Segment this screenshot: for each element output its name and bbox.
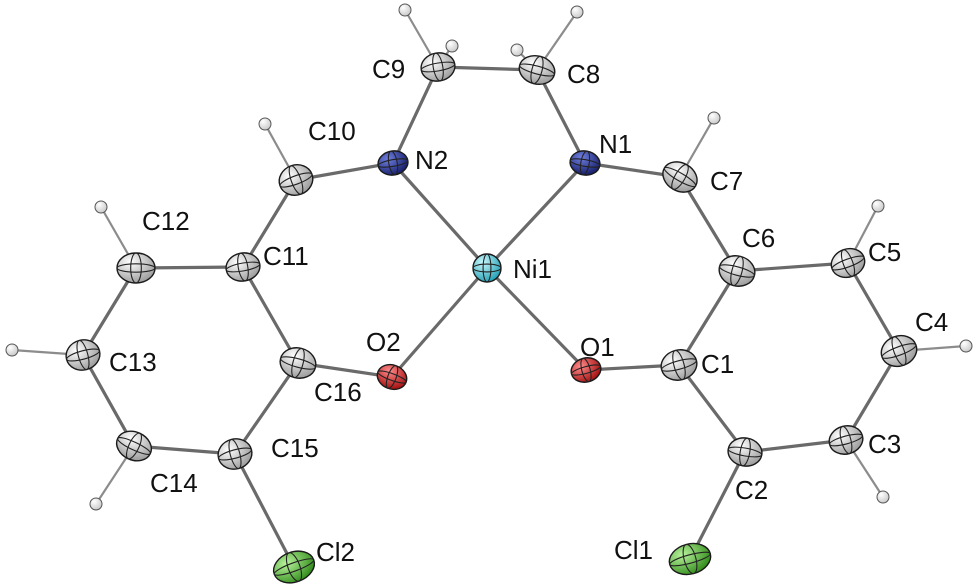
atom-c16 [279,347,317,379]
atom-c14 [115,430,153,462]
hydrogen-atom [445,39,459,53]
bond-n2-c9 [391,65,440,165]
hydrogen-atom [510,43,524,57]
bond-c2-cl1 [688,450,747,561]
bond-c4-c5 [846,261,901,353]
atom-label-c11: C11 [263,241,309,271]
atom-label-o1: O1 [580,332,615,362]
hydrogen-atom [398,3,412,17]
bond-ni1-n1 [485,161,587,270]
atom-label-c4: C4 [915,307,948,337]
bond-c14-c13 [81,353,136,448]
atom-label-cl2: Cl2 [316,537,355,567]
bond-layer [81,65,901,569]
atom-c9 [420,52,456,82]
atom-n2 [377,150,409,176]
bond-c8-n1 [535,68,587,165]
atom-label-n1: N1 [599,129,632,159]
atom-c12 [116,252,156,284]
atom-label-c7: C7 [710,166,743,196]
atom-cl1 [668,542,712,576]
atom-label-c10: C10 [308,116,356,146]
atom-ni1 [472,253,502,283]
bond-c11-c16 [241,265,300,365]
atom-n1 [569,150,601,176]
hydrogen-atom [959,339,973,353]
bond-c5-c6 [735,261,850,273]
atom-label-cl1: Cl1 [614,535,653,565]
atom-label-n2: N2 [415,145,448,175]
atom-c13 [65,339,101,371]
atom-label-ni1: Ni1 [513,254,552,284]
hydrogen-atom [258,117,272,131]
bond-c15-cl2 [233,452,296,569]
bond-c7-c6 [678,175,739,273]
bond-c16-c15 [233,361,300,456]
atom-c3 [828,425,864,455]
atom-label-c5: C5 [868,237,901,267]
hydrogen-atom [89,497,103,511]
bond-ni1-n2 [391,161,489,270]
atom-c1 [660,349,698,381]
atom-c15 [217,438,253,470]
atom-c10 [278,164,314,196]
atom-label-c16: C16 [314,377,362,407]
bond-c10-c11 [241,178,298,269]
atom-label-o2: O2 [366,327,401,357]
hydrogen-atom [707,111,721,125]
atom-c4 [880,334,918,368]
bond-c13-c12 [81,266,138,357]
atom-label-c9: C9 [372,54,405,84]
hydrogen-atom [94,200,108,214]
atom-label-c1: C1 [701,349,734,379]
hydrogen-atom [570,5,584,19]
bond-c6-c1 [677,269,739,367]
bond-ni1-o2 [390,266,489,379]
bond-c1-c2 [677,363,747,454]
hydrogen-atom [5,343,19,357]
atom-label-c15: C15 [271,433,319,463]
atom-c2 [727,437,763,467]
hydrogen-atom [876,490,890,504]
atom-o1 [570,357,602,383]
atom-label-c12: C12 [142,206,190,236]
atom-cl2 [272,550,316,584]
atom-c6 [718,255,756,287]
atom-label-c13: C13 [109,347,157,377]
atom-label-c3: C3 [868,429,901,459]
hydrogen-atom-layer [5,3,973,511]
bond-ni1-o1 [485,266,588,372]
atom-layer [65,52,918,584]
hydrogen-atom [871,199,885,213]
atom-c5 [830,247,866,279]
atom-label-c14: C14 [150,468,198,498]
atom-c7 [662,161,698,193]
atom-label-c8: C8 [567,59,600,89]
atom-o2 [376,363,408,391]
atom-c11 [225,252,261,282]
atom-c8 [518,54,556,86]
atom-label-c6: C6 [742,223,775,253]
atom-label-c2: C2 [735,475,768,505]
